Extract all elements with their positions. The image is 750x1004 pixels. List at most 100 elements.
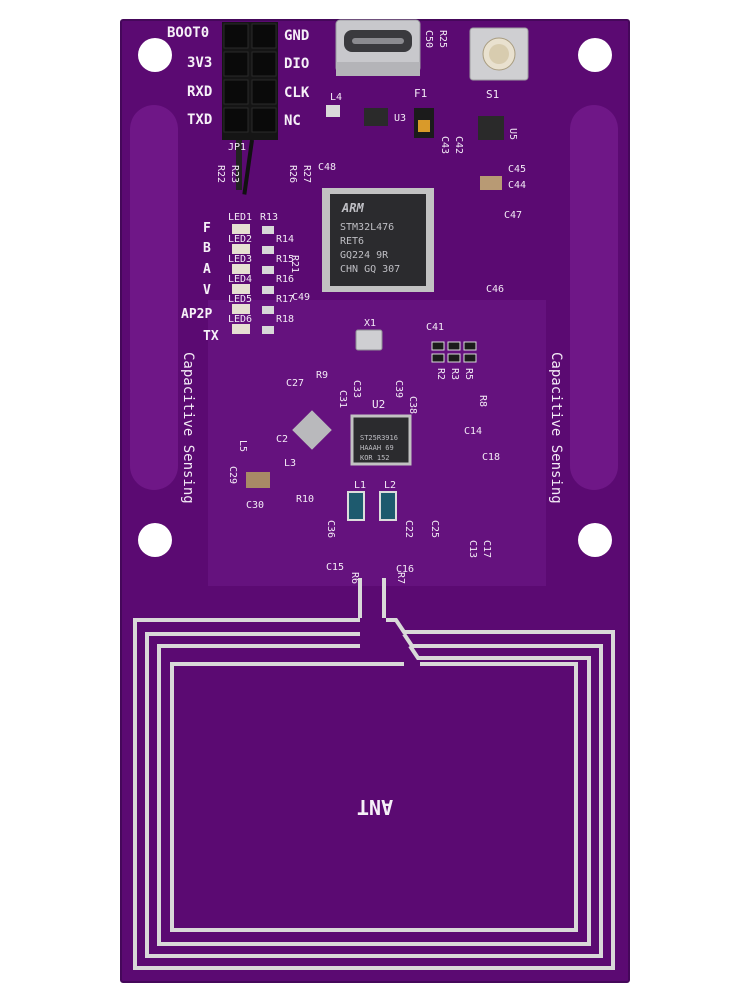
label-r3: R3: [449, 368, 460, 380]
mcu-chip: [322, 188, 434, 292]
label-f1: F1: [414, 87, 427, 100]
label-c31: C31: [337, 390, 348, 408]
led-indicators: [232, 224, 274, 334]
label-c50: C50: [423, 30, 434, 48]
label-x1: X1: [364, 318, 376, 329]
mcu-brand: ARM: [341, 201, 364, 215]
label-c45: C45: [508, 164, 526, 175]
label-r23: R23: [229, 165, 240, 183]
label-s1: S1: [486, 88, 499, 101]
label-r5: R5: [463, 368, 474, 380]
label-r9: R9: [316, 370, 328, 381]
antenna-inner-area: [176, 668, 572, 926]
capacitive-sensing-label-right: Capacitive Sensing: [548, 352, 564, 504]
label-u5: U5: [507, 128, 518, 140]
header-label-txd: TXD: [187, 112, 212, 128]
antenna-label: ANT: [357, 795, 393, 819]
label-c16: C16: [396, 564, 414, 575]
led-label-1: LED1: [228, 212, 252, 223]
label-l4: L4: [330, 92, 342, 103]
resistor-label-17: R17: [276, 294, 294, 305]
header-label-3v3: 3V3: [187, 55, 212, 71]
resistor-array: [431, 341, 477, 363]
led-letter-v: V: [203, 283, 211, 298]
led-label-2: LED2: [228, 234, 252, 245]
mcu-line-3: GQ224 9R: [340, 250, 389, 261]
label-c46: C46: [486, 284, 504, 295]
antenna-coil: [133, 618, 615, 970]
header-label-clk: CLK: [284, 85, 310, 101]
label-r10: R10: [296, 494, 314, 505]
label-r27: R27: [301, 165, 312, 183]
label-c49: C49: [292, 292, 310, 303]
label-c41: C41: [426, 322, 444, 333]
crystal-x1: [355, 329, 383, 351]
usb-connector: [335, 19, 421, 76]
resistor-label-13: R13: [260, 212, 278, 223]
label-c44: C44: [508, 180, 526, 191]
led-letter-a: A: [203, 262, 211, 277]
label-c25: C25: [429, 520, 440, 538]
mcu-line-4: CHN GQ 307: [340, 264, 400, 275]
inductor-l1: [347, 491, 365, 521]
label-c30: C30: [246, 500, 264, 511]
nfc-chip-line-3: KOR 152: [360, 454, 390, 462]
label-jp1: JP1: [228, 142, 246, 153]
label-c27: C27: [286, 378, 304, 389]
label-r25: R25: [437, 30, 448, 48]
label-c39: C39: [393, 380, 404, 398]
label-c36: C36: [325, 520, 336, 538]
label-r7: R7: [395, 572, 406, 584]
nfc-chip-line-2: HAAAH 69: [360, 444, 394, 452]
led-letter-ap2p: AP2P: [181, 307, 212, 322]
label-c33: C33: [351, 380, 362, 398]
regulator-u3: [364, 108, 388, 126]
label-l1: L1: [354, 480, 366, 491]
led-label-4: LED4: [228, 274, 252, 285]
nfc-chip-line-1: ST25R3916: [360, 434, 398, 442]
label-r6: R6: [349, 572, 360, 584]
mcu-line-2: RET6: [340, 236, 364, 247]
label-c43: C43: [439, 136, 450, 154]
label-c2: C2: [276, 434, 288, 445]
label-c13: C13: [467, 540, 478, 558]
mounting-hole-top-right: [578, 38, 612, 72]
label-c48: C48: [318, 162, 336, 173]
header-label-rxd: RXD: [187, 84, 212, 100]
header-label-dio: DIO: [284, 56, 309, 72]
led-label-5: LED5: [228, 294, 252, 305]
label-l2: L2: [384, 480, 396, 491]
regulator-u5: [478, 116, 504, 140]
label-c38: C38: [407, 396, 418, 414]
label-u2: U2: [372, 398, 385, 411]
inductor-l2: [379, 491, 397, 521]
resistor-label-15: R15: [276, 254, 294, 265]
capacitive-pad-left: [130, 105, 178, 490]
label-c14: C14: [464, 426, 482, 437]
capacitive-pad-right: [570, 105, 618, 490]
mcu-line-1: STM32L476: [340, 222, 394, 233]
header-label-boot0: BOOT0: [167, 25, 209, 41]
label-c15: C15: [326, 562, 344, 573]
led-letter-b: B: [203, 241, 211, 256]
resistor-label-18: R18: [276, 314, 294, 325]
led-label-3: LED3: [228, 254, 252, 265]
label-l3: L3: [284, 458, 296, 469]
label-r8: R8: [477, 395, 488, 407]
led-letter-f: F: [203, 221, 211, 236]
led-letter-tx: TX: [203, 329, 219, 344]
label-l5: L5: [237, 440, 248, 452]
resistor-label-14: R14: [276, 234, 294, 245]
label-c47: C47: [504, 210, 522, 221]
label-c29: C29: [227, 466, 238, 484]
label-c17: C17: [481, 540, 492, 558]
mounting-hole-top-left: [138, 38, 172, 72]
label-r2: R2: [435, 368, 446, 380]
label-r21: R21: [289, 255, 300, 273]
inductor-c2: [292, 410, 332, 450]
label-c18: C18: [482, 452, 500, 463]
label-u3: U3: [394, 113, 406, 124]
header-label-nc: NC: [284, 113, 301, 129]
